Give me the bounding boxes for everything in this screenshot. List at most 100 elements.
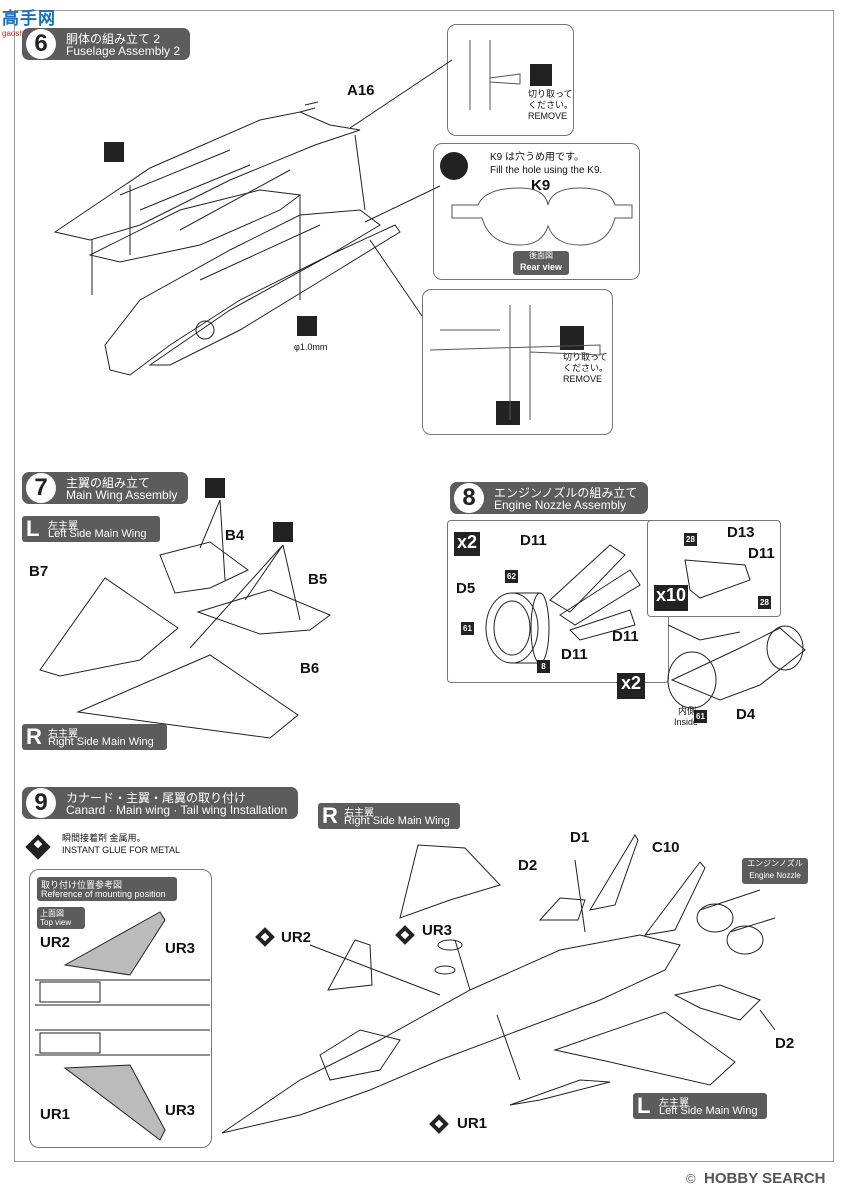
remove-jp-1: 切り取って [528,89,573,99]
remove-jp-2: ください。 [528,100,574,110]
remove-en: REMOVE [563,374,603,384]
part-a16-label: A16 [347,82,375,99]
cut-icon [496,401,520,425]
part-ur2-label: UR2 [281,929,312,946]
engine-nozzle-tag: エンジンノズル Engine Nozzle [742,858,808,884]
part-d2-label: D2 [775,1035,795,1052]
cut-icon [530,64,552,86]
step6-header: 6 胴体の組み立て 2 Fuselage Assembly 2 [22,28,190,60]
step6-title-en: Fuselage Assembly 2 [66,44,181,58]
step9-right-letter: R [322,803,338,828]
fuselage-drawing [53,59,453,376]
part-d11-label: D11 [520,532,547,549]
drill-size: φ1.0mm [294,342,328,352]
tag-62: 62 [505,570,518,583]
step8-number: 8 [454,483,484,513]
part-b4-label: B4 [225,527,245,544]
ref-jp: 取り付け位置参考図 [41,880,123,890]
k9-label: K9 [531,177,551,194]
remove-callout-top: 切り取って ください。 REMOVE [447,24,574,136]
callout-detail-drawings [429,40,633,420]
part-d4-label: D4 [736,706,756,723]
ref-ur3-label: UR3 [165,940,196,957]
nozzle-drawings [485,544,806,709]
tag-28: 28 [684,533,697,546]
part-d11-label: D11 [612,628,639,645]
k9-note-en: Fill the hole using the K9. [490,165,603,176]
step7-title-jp: 主翼の組み立て [66,476,151,490]
right-wing-tag: R 右主翼 Right Side Main Wing [22,724,167,750]
step9-title-jp: カナード・主翼・尾翼の取り付け [66,791,247,805]
remove-en: REMOVE [528,111,568,121]
glue-icon [297,316,317,336]
nozzle-en: Engine Nozzle [749,871,801,880]
part-c10-label: C10 [652,839,680,856]
glue-jp: 瞬間接着剤 金属用。 [62,833,146,843]
nozzle-jp: エンジンノズル [747,859,803,868]
part-ur3-label: UR3 [422,922,453,939]
part-d13-label: D13 [727,524,755,541]
step9-right-jp: 右主翼 [344,808,374,819]
step9-left-jp: 左主翼 [659,1098,689,1109]
part-d2-label: D2 [518,857,538,874]
multiplier-x2: x2 [617,673,645,699]
left-wing-en: Left Side Main Wing [48,528,147,540]
multiplier-x10: x10 [654,585,688,611]
nozzle-detail-box [447,520,669,683]
remove-jp-2: ください。 [563,363,609,373]
ref-ur3-label: UR3 [165,1102,196,1119]
left-wing-tag: L 左主翼 Left Side Main Wing [22,516,160,542]
step7-number: 7 [26,473,56,503]
inside-en: Inside [674,717,699,727]
rear-view-jp: 後面図 [529,251,553,260]
page-frame [14,10,834,1162]
part-ur1-label: UR1 [457,1115,488,1132]
aircraft-drawing [221,834,776,1134]
rear-view-tag: 後面図 Rear view [513,251,569,275]
tag-61: 61 [461,622,474,635]
wrench-icon [440,152,468,180]
part-b7-label: B7 [29,563,49,580]
step8-title-en: Engine Nozzle Assembly [494,498,627,512]
watermark-text: 高手网 [2,9,56,28]
part-d1-label: D1 [570,829,590,846]
brand-name: HOBBY SEARCH [704,1170,826,1187]
ref-en: Reference of mounting position [41,889,166,899]
glue-icon [273,522,293,542]
glue-en: INSTANT GLUE FOR METAL [62,845,181,855]
reference-top-view [35,911,210,1141]
footer-brand: © HOBBY SEARCH [686,1170,825,1188]
right-wing-en: Right Side Main Wing [48,736,154,748]
step9-number: 9 [26,788,56,818]
rear-view-en: Rear view [519,262,563,272]
step9-right-en: Right Side Main Wing [344,815,450,827]
reference-tag: 取り付け位置参考図 Reference of mounting position [37,877,177,901]
right-letter: R [26,724,42,749]
tag-28: 28 [758,596,771,609]
part-d5-label: D5 [456,580,476,597]
step9-header: 9 カナード・主翼・尾翼の取り付け Canard · Main wing · T… [22,787,298,819]
ref-ur2-label: UR2 [40,934,71,951]
step8-header: 8 エンジンノズルの組み立て Engine Nozzle Assembly [450,482,648,514]
wing-drawings [39,499,331,739]
step7-header: 7 主翼の組み立て Main Wing Assembly [22,472,188,504]
left-letter: L [26,516,40,541]
step9-left-wing-tag: L 左主翼 Left Side Main Wing [633,1093,767,1119]
step7-title-en: Main Wing Assembly [66,488,178,502]
top-view-tag: 上面図 Top view [37,907,85,929]
inside-jp: 内側 [678,706,697,716]
part-d11-label: D11 [561,646,588,663]
step9-title-en: Canard · Main wing · Tail wing Installat… [66,803,288,817]
step9-right-wing-tag: R 右主翼 Right Side Main Wing [318,803,460,829]
tag-61: 61 [694,710,707,723]
step9-left-en: Left Side Main Wing [659,1105,758,1117]
reference-box: 取り付け位置参考図 Reference of mounting position… [29,869,212,1148]
glue-icon [104,142,124,162]
part-b5-label: B5 [308,571,328,588]
left-wing-jp: 左主翼 [48,521,78,532]
step6-number: 6 [26,29,56,59]
step8-title-jp: エンジンノズルの組み立て [494,486,638,500]
step9-left-letter: L [637,1093,651,1118]
copyright-mark: © [686,1171,696,1186]
